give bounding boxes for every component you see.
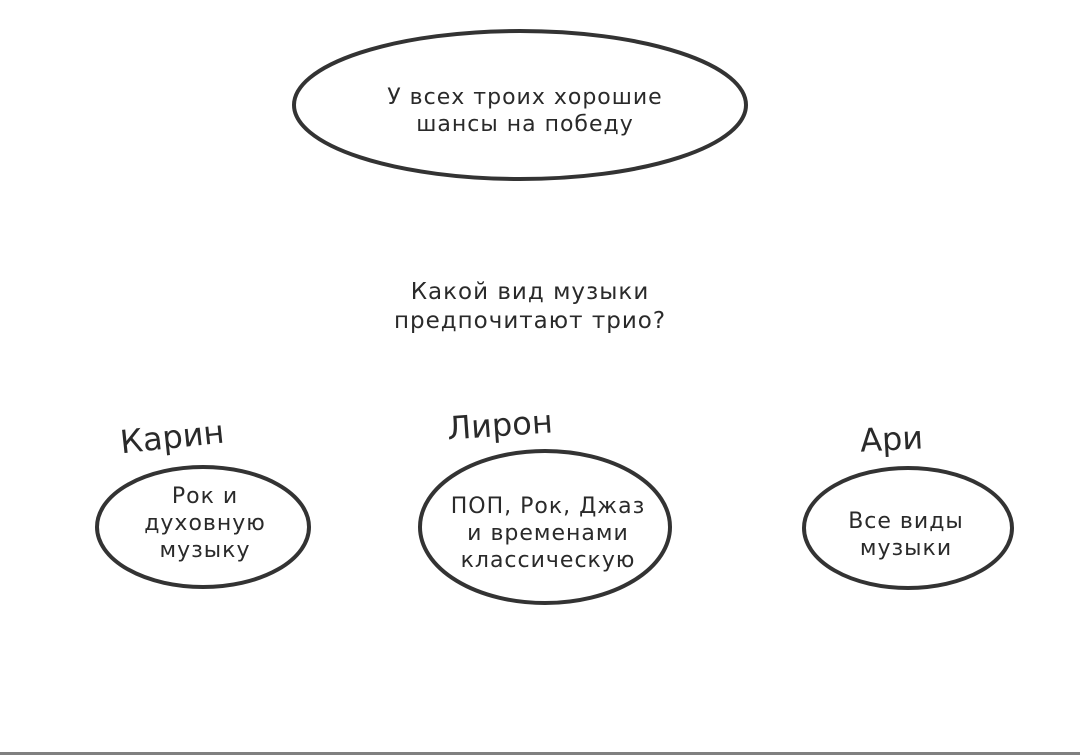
liron-bubble-outline bbox=[418, 449, 672, 605]
ari-line: музыки bbox=[859, 536, 953, 561]
karin-line: музыку bbox=[159, 538, 251, 563]
karin-line: духовную bbox=[144, 511, 266, 536]
liron-line: и временами bbox=[467, 521, 629, 546]
top-bubble-text: У всех троих хорошие шансы на победу bbox=[387, 84, 662, 138]
top-bubble-line-2: шансы на победу bbox=[416, 112, 634, 137]
ari-bubble-outline bbox=[802, 466, 1014, 590]
liron-line: классическую bbox=[460, 548, 636, 573]
liron-name: Лирон bbox=[445, 402, 554, 448]
liron-bubble-text: ПОП, Рок, Джаз и временами классическую bbox=[451, 493, 646, 574]
ari-line: Все виды bbox=[848, 509, 964, 534]
ari-name: Ари bbox=[859, 418, 924, 460]
question-text: Какой вид музыки предпочитают трио? bbox=[394, 278, 666, 336]
ari-bubble-text: Все виды музыки bbox=[848, 508, 964, 562]
top-bubble-outline bbox=[292, 29, 748, 181]
karin-bubble-text: Рок и духовную музыку bbox=[144, 483, 266, 564]
liron-line: ПОП, Рок, Джаз bbox=[450, 494, 646, 519]
question-line-1: Какой вид музыки bbox=[410, 279, 650, 305]
karin-line: Рок и bbox=[171, 484, 239, 509]
bottom-divider bbox=[0, 752, 1080, 755]
top-bubble-line-1: У всех троих хорошие bbox=[387, 85, 663, 110]
karin-bubble-outline bbox=[95, 465, 311, 589]
question-line-2: предпочитают трио? bbox=[393, 308, 667, 334]
